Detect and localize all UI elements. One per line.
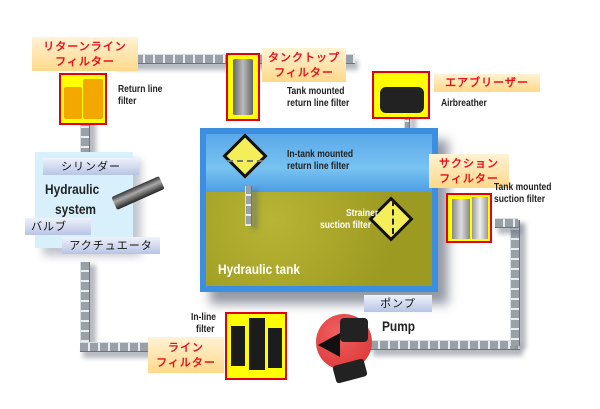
- tank-top-filter-jp-1: タンクトップ: [268, 51, 340, 64]
- in-tank-return-label-1: In-tank mounted: [287, 149, 354, 160]
- airbreather-jp-label: エアブリーザー: [434, 74, 540, 92]
- return-line-filter-image: [59, 73, 107, 125]
- hydraulic-tank: In-tank mounted return line filter Strai…: [200, 128, 438, 292]
- airbreather-label: Airbreather: [441, 98, 487, 109]
- pipe-in-tank-return: [245, 186, 252, 226]
- suction-filter-jp-2: フィルター: [439, 172, 499, 185]
- suction-filter-label-2: suction filter: [494, 194, 546, 205]
- inline-filter-jp-2: フィルター: [156, 356, 216, 369]
- strainer-dash: [392, 200, 394, 234]
- airbreather-image: [372, 71, 430, 119]
- pipe-left-lower: [80, 262, 90, 342]
- suction-canister-2: [472, 197, 488, 239]
- hydraulic-system-label-1: Hydraulic: [45, 181, 100, 197]
- filter-canister-large: [83, 79, 103, 119]
- hydraulic-tank-label: Hydraulic tank: [218, 261, 301, 277]
- tank-top-canister: [233, 59, 253, 115]
- suction-filter-jp-1: サクション: [439, 157, 499, 170]
- return-line-filter-jp-2: フィルター: [55, 55, 115, 68]
- return-line-filter-label-2: filter: [118, 96, 137, 107]
- pipe-airbreather: [404, 112, 410, 136]
- inline-canister-2: [249, 318, 265, 370]
- suction-filter-jp-label: サクション フィルター: [429, 154, 509, 188]
- strainer-label-2: suction filter: [320, 220, 372, 231]
- inline-canister-1: [231, 326, 245, 366]
- tank-top-filter-jp-2: フィルター: [274, 66, 334, 79]
- pipe-bottom-right: [370, 340, 520, 350]
- suction-canister: [452, 199, 470, 239]
- pipe-left-upper: [80, 118, 90, 158]
- pipe-right: [510, 220, 520, 346]
- inline-filter-label-2: filter: [196, 324, 215, 335]
- filter-canister-small: [64, 87, 82, 119]
- pump-motor-icon: [340, 318, 368, 342]
- in-tank-return-label-2: return line filter: [287, 161, 350, 172]
- actuator-label: アクチュエータ: [62, 237, 160, 254]
- suction-filter-label-1: Tank mounted: [494, 182, 552, 193]
- return-line-filter-label-1: Return line: [118, 84, 163, 95]
- strainer-label-1: Strainer: [346, 208, 379, 219]
- return-line-filter-jp-1: リターンライン: [43, 40, 127, 53]
- tank-top-filter-image: [226, 53, 260, 121]
- suction-filter-image: [446, 193, 492, 243]
- pipe-right-top: [495, 218, 518, 228]
- inline-filter-jp-label: ライン フィルター: [148, 337, 224, 373]
- pump-jp-label: ポンプ: [364, 295, 432, 312]
- inline-filter-image: [225, 312, 287, 380]
- pipe-bottom-left: [80, 342, 150, 352]
- pump-label: Pump: [382, 318, 416, 334]
- tank-top-filter-jp-label: タンクトップ フィルター: [262, 48, 346, 82]
- cylinder-label: シリンダー: [43, 158, 139, 175]
- valve-label: バルブ: [25, 218, 91, 235]
- return-line-filter-jp-label: リターンライン フィルター: [32, 37, 138, 71]
- hydraulic-system-label-2: system: [55, 201, 97, 217]
- tank-top-filter-label-2: return line filter: [287, 98, 350, 109]
- in-tank-filter-dash: [227, 160, 263, 162]
- inline-canister-3: [268, 328, 282, 368]
- airbreather-cap: [380, 87, 424, 113]
- inline-filter-jp-1: ライン: [168, 341, 204, 354]
- tank-top-filter-label-1: Tank mounted: [287, 86, 345, 97]
- inline-filter-label-1: In-line: [191, 312, 217, 323]
- pump-arrow-icon: [318, 333, 340, 357]
